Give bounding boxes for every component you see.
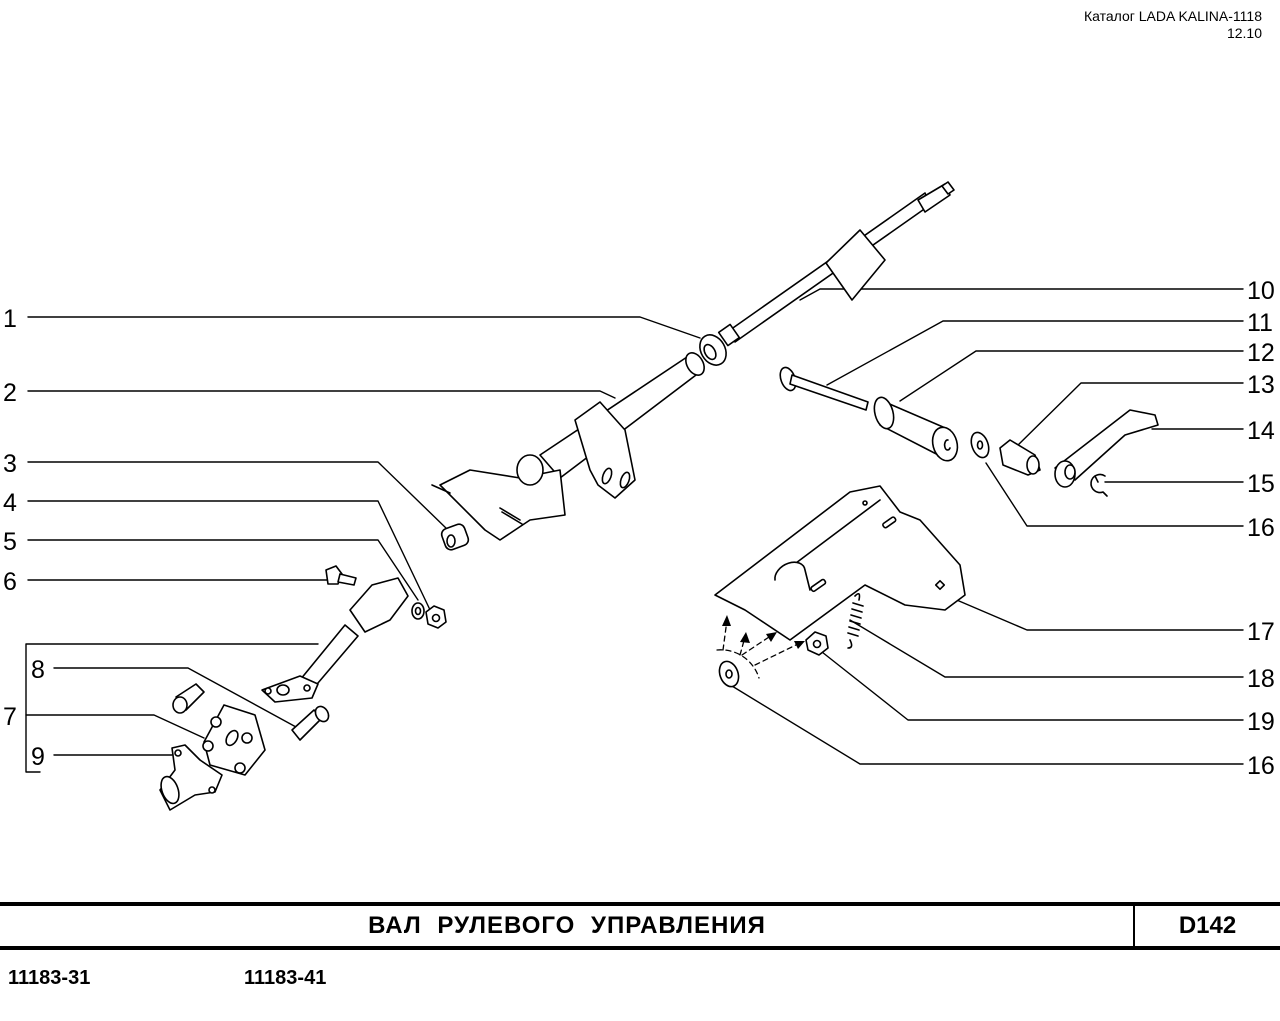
part-7-intermediate-shaft <box>261 577 409 703</box>
leader-7-bracket <box>25 643 319 773</box>
callout-6: 6 <box>3 568 17 596</box>
title-block: ВАЛ РУЛЕВОГО УПРАВЛЕНИЯ D142 <box>0 902 1280 950</box>
leader-3 <box>27 461 449 531</box>
part-10-steering-shaft <box>717 181 955 347</box>
callout-16b: 16 <box>1247 752 1275 780</box>
part-3-spacer <box>440 523 470 551</box>
leader-1 <box>27 316 701 339</box>
leader-12 <box>899 350 1244 402</box>
callout-15: 15 <box>1247 470 1275 498</box>
part-8-pin-b <box>291 705 330 741</box>
leader-lines-left <box>25 316 701 773</box>
leader-11 <box>826 320 1244 386</box>
leader-lines-right <box>731 288 1244 765</box>
catalog-edition: 12.10 <box>1226 25 1262 41</box>
callout-19: 19 <box>1247 708 1275 736</box>
leader-18 <box>849 619 1244 678</box>
title-divider <box>1133 906 1135 946</box>
callout-12: 12 <box>1247 339 1275 367</box>
callout-5: 5 <box>3 528 17 556</box>
part-17-bracket <box>714 485 966 641</box>
part-2-column-tube <box>431 352 705 541</box>
leader-17 <box>944 594 1244 631</box>
callout-14: 14 <box>1247 417 1275 445</box>
part-18-spring <box>847 592 864 649</box>
part-11-bolt <box>779 366 869 411</box>
callout-4: 4 <box>3 489 17 517</box>
exploded-parts-diagram: 1 2 3 4 5 6 7 8 9 10 11 12 13 14 15 16 1… <box>3 181 1275 811</box>
callout-3: 3 <box>3 450 17 478</box>
model-code-2: 11183-41 <box>244 967 327 989</box>
part-6-bolt <box>325 565 357 586</box>
leader-10 <box>799 288 1244 301</box>
leader-16a <box>985 462 1244 527</box>
arrow-heads <box>722 615 805 649</box>
part-14-lever <box>1054 409 1159 488</box>
assembly-arrows <box>716 619 801 679</box>
leader-16b <box>731 685 1244 765</box>
catalog-title: Каталог LADA KALINA-1118 <box>1083 8 1262 24</box>
leader-7 <box>25 714 205 739</box>
part-19-nut <box>805 631 829 656</box>
callout-labels-left: 1 2 3 4 5 6 7 8 9 <box>3 305 45 771</box>
part-12-bushing <box>873 396 959 462</box>
part-15-lock-ring <box>1090 473 1108 497</box>
callout-8: 8 <box>31 656 45 684</box>
part-7-flange <box>202 704 266 776</box>
leader-4 <box>27 500 433 615</box>
leader-2 <box>27 390 616 399</box>
part-1-bearing <box>699 334 727 366</box>
leader-13 <box>1014 382 1244 449</box>
part-16-washer-lower <box>718 660 740 688</box>
catalog-header: Каталог LADA KALINA-1118 12.10 <box>1084 8 1262 42</box>
part-5-washer <box>411 602 425 620</box>
callout-17: 17 <box>1247 618 1275 646</box>
page-code: D142 <box>1178 912 1237 939</box>
callout-9: 9 <box>31 743 45 771</box>
callout-7: 7 <box>3 703 17 731</box>
leader-5 <box>27 539 419 601</box>
part-16-washer-upper <box>970 431 990 459</box>
leader-8 <box>53 667 297 728</box>
callout-labels-right: 10 11 12 13 14 15 16 17 18 19 16 <box>1247 277 1275 780</box>
callout-10: 10 <box>1247 277 1275 305</box>
callout-16a: 16 <box>1247 514 1275 542</box>
part-8-pin-a <box>172 683 205 714</box>
callout-11: 11 <box>1247 309 1273 337</box>
page-title: ВАЛ РУЛЕВОГО УПРАВЛЕНИЯ <box>368 912 766 939</box>
part-9-yoke <box>159 744 223 811</box>
callout-13: 13 <box>1247 371 1275 399</box>
model-code-1: 11183-31 <box>8 967 91 989</box>
part-4-nut <box>425 605 447 629</box>
callout-1: 1 <box>3 305 17 333</box>
callout-18: 18 <box>1247 665 1275 693</box>
callout-2: 2 <box>3 379 17 407</box>
leader-19 <box>821 651 1244 721</box>
part-13-splined-sleeve <box>999 439 1041 476</box>
